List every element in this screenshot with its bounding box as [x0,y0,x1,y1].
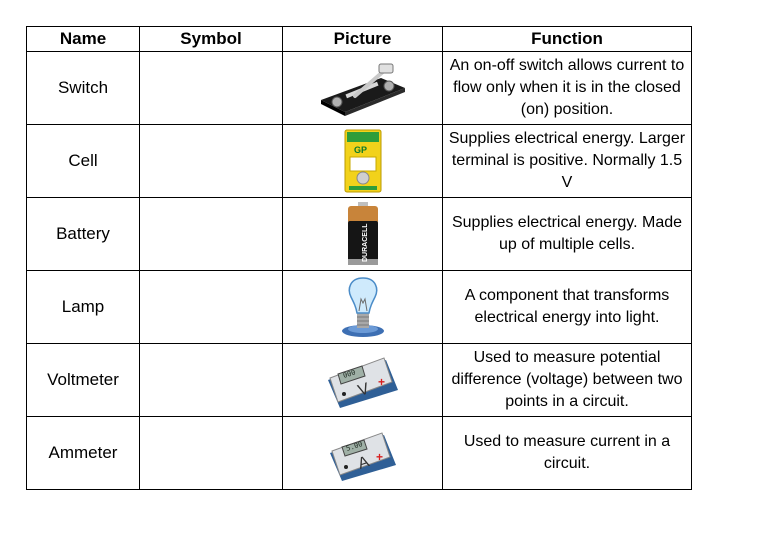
header-name: Name [26,26,140,52]
svg-text:000: 000 [342,368,357,380]
svg-text:+: + [378,375,385,389]
header-function: Function [442,26,692,52]
component-picture [282,270,443,344]
table-row: Lamp A component that transforms electri… [26,270,692,344]
component-picture: 000 V + [282,343,443,417]
light-bulb-image [341,277,384,337]
switch-image [320,63,405,116]
component-symbol [139,197,283,271]
table-row: Ammeter 5.00 A + Used to measure current… [26,416,692,490]
ammeter-image: 5.00 A + [329,432,396,481]
component-symbol [139,343,283,417]
component-name: Battery [26,197,140,271]
component-symbol [139,270,283,344]
component-name: Ammeter [26,416,140,490]
component-name: Switch [26,51,140,125]
component-function: A component that transforms electrical e… [442,270,692,344]
component-symbol [139,416,283,490]
component-picture: GP [282,124,443,198]
component-symbol [139,51,283,125]
table-row: Voltmeter 000 V + Used to measure potent… [26,343,692,417]
header-symbol: Symbol [139,26,283,52]
component-function: Supplies electrical energy. Made up of m… [442,197,692,271]
svg-text:+: + [376,450,383,464]
header-picture: Picture [282,26,443,52]
table-row: Cell GP Supplies electrical energy. Larg… [26,124,692,198]
svg-text:DURACELL: DURACELL [362,223,369,262]
component-function: Used to measure current in a circuit. [442,416,692,490]
table-row: Battery DURACELL Supplies electrical ene… [26,197,692,271]
header-row: Name Symbol Picture Function [26,26,692,52]
component-name: Lamp [26,270,140,344]
component-name: Cell [26,124,140,198]
table-row: Switch An on-off switch allows current t… [26,51,692,125]
svg-text:GP: GP [354,145,367,155]
components-table: Name Symbol Picture Function Switch [26,26,692,490]
component-picture [282,51,443,125]
component-picture: 5.00 A + [282,416,443,490]
component-name: Voltmeter [26,343,140,417]
battery-image: DURACELL [347,202,378,265]
component-picture: DURACELL [282,197,443,271]
component-function: Supplies electrical energy. Larger termi… [442,124,692,198]
cell-battery-package-image: GP [344,129,381,193]
component-function: Used to measure potential difference (vo… [442,343,692,417]
component-function: An on-off switch allows current to flow … [442,51,692,125]
voltmeter-image: 000 V + [327,357,398,408]
component-symbol [139,124,283,198]
